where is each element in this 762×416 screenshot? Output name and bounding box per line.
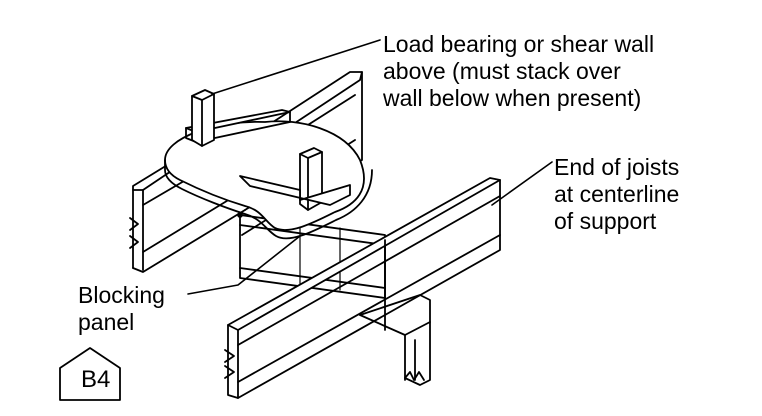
- callout-blocking-panel: Blocking panel: [78, 282, 165, 335]
- detail-tag-label: B4: [81, 366, 111, 393]
- front-joist: [224, 177, 501, 399]
- leader-joist-ends: [491, 161, 553, 206]
- wall-above: [185, 89, 351, 211]
- leader-blocking: [187, 235, 301, 295]
- leader-wall-above: [211, 39, 381, 95]
- detail-tag-outline: [59, 347, 121, 401]
- callout-joist-ends: End of joists at centerline of support: [554, 154, 680, 234]
- callout-wall-above: Load bearing or shear wall above (must s…: [383, 31, 655, 111]
- support-beam: [359, 294, 431, 386]
- leader-lines: [187, 39, 553, 295]
